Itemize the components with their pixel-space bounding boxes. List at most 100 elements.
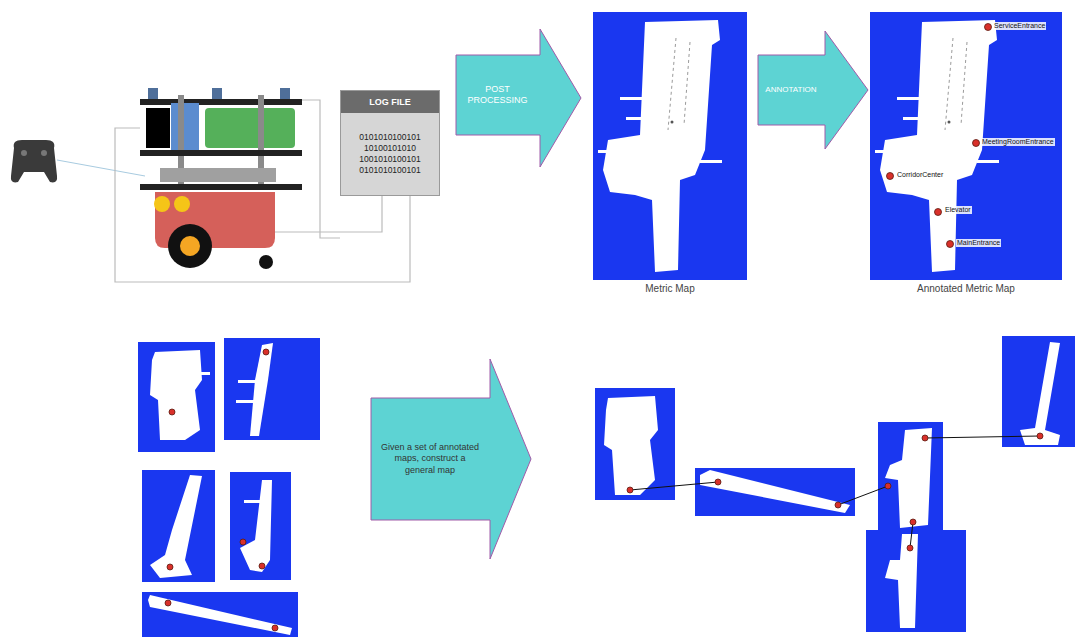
map-link [838,486,888,505]
map-ground [595,388,675,500]
robot-computer [171,103,199,151]
block-arrow-outline [456,29,581,167]
place-label: ServiceEntrance [993,22,1046,30]
annotation-dot [985,24,992,31]
floor-area [240,480,272,572]
robot-plate [140,150,302,156]
robot-sensor [205,108,295,148]
wireless-link [57,160,145,176]
robot-knob [212,88,222,100]
annotation-dot [169,409,175,415]
robot-caster [259,255,273,269]
map-ground [142,592,298,637]
annotation-dots [887,24,992,248]
annotation-dot [715,479,721,485]
annotation-dot [907,545,913,551]
map-ground [1002,336,1075,447]
robot-laser [160,168,276,182]
general-map [595,336,1075,632]
robot-light [154,196,170,212]
annotation-dot [627,487,633,493]
block-arrow-outline [371,359,531,559]
gamepad-stick [21,150,27,156]
block-arrow: ANNOTATION [757,30,869,150]
annotation-dot [1037,433,1043,439]
block-arrow: POST PROCESSING [455,28,582,168]
annotation-dot [259,563,265,569]
robot-knob [148,88,158,100]
map-ground [224,338,320,440]
robot-plate [140,99,302,105]
annotation-dot [167,564,173,570]
map-caption: Annotated Metric Map [830,283,1078,294]
floor-plan [875,20,999,272]
annotation-dot [240,539,246,545]
log-file-body: 0101010100101 10100101010 1001010100101 … [341,113,439,195]
floor-plan [598,20,722,272]
annotation-dot [947,241,954,248]
robot-hub [180,236,200,256]
gamepad-body [11,140,57,182]
place-label: CorridorCenter [896,171,944,179]
wire [300,100,340,238]
arrow-text-area: ANNOTATION [757,55,825,125]
place-label: MainEntrance [956,239,1001,247]
robot-wheel [168,224,212,268]
annotation-dot [887,173,894,180]
annotation-dot [165,600,171,606]
map-link [910,522,913,548]
annotation-dot [885,483,891,489]
annotation-dot [922,435,928,441]
log-file-header: LOG FILE [341,91,439,113]
annotation-dots [165,349,278,631]
map-set [138,338,320,637]
map-ground [230,472,291,580]
arrow-label: ANNOTATION [760,85,822,95]
arrow-text-area: Given a set of annotated maps, construct… [370,398,490,520]
floor-area [885,534,918,628]
floor-area [150,350,202,440]
block-arrow-outline [758,31,868,149]
floor-area [700,470,850,513]
place-label: Elevator [944,206,972,214]
map-ground [866,530,966,632]
gamepad [11,140,57,182]
annotation-dot [272,625,278,631]
floor-area [250,343,273,436]
arrow-text-area: POST PROCESSING [455,55,540,135]
arrow-label: Given a set of annotated maps, construct… [380,442,480,476]
robot-knob [280,88,290,100]
log-file-content: 0101010100101 10100101010 1001010100101 … [359,132,420,176]
place-label: MeetingRoomEntrance [981,138,1055,146]
robot [140,88,302,269]
annotation-dot [835,502,841,508]
robot-light [174,196,190,212]
gamepad-button [41,150,47,156]
arrow-label: POST PROCESSING [466,84,530,107]
floor-area [150,475,202,578]
floor-spike [236,400,254,403]
floor-area [885,428,932,528]
robot-plate [140,184,302,190]
map-ground [695,468,855,516]
map-panel: Metric Map [593,12,747,280]
robot-battery [146,108,170,148]
map-caption: Metric Map [553,283,787,294]
map-link [630,482,718,490]
block-arrow: Given a set of annotated maps, construct… [370,358,532,560]
map-link [925,436,1040,438]
map-ground [593,12,747,280]
annotation-dot [263,349,269,355]
floor-area [1020,342,1060,445]
annotation-dot [973,140,980,147]
log-file-box: LOG FILE 0101010100101 10100101010 100101… [340,90,440,196]
map-ground [138,342,215,452]
floor-area [148,595,292,635]
map-links [630,436,1040,548]
wire [270,196,382,232]
annotation-dot [910,519,916,525]
floor-area [604,396,658,495]
floor-spike [244,500,262,503]
floor-spike [238,380,256,383]
floor-spike [200,372,210,375]
